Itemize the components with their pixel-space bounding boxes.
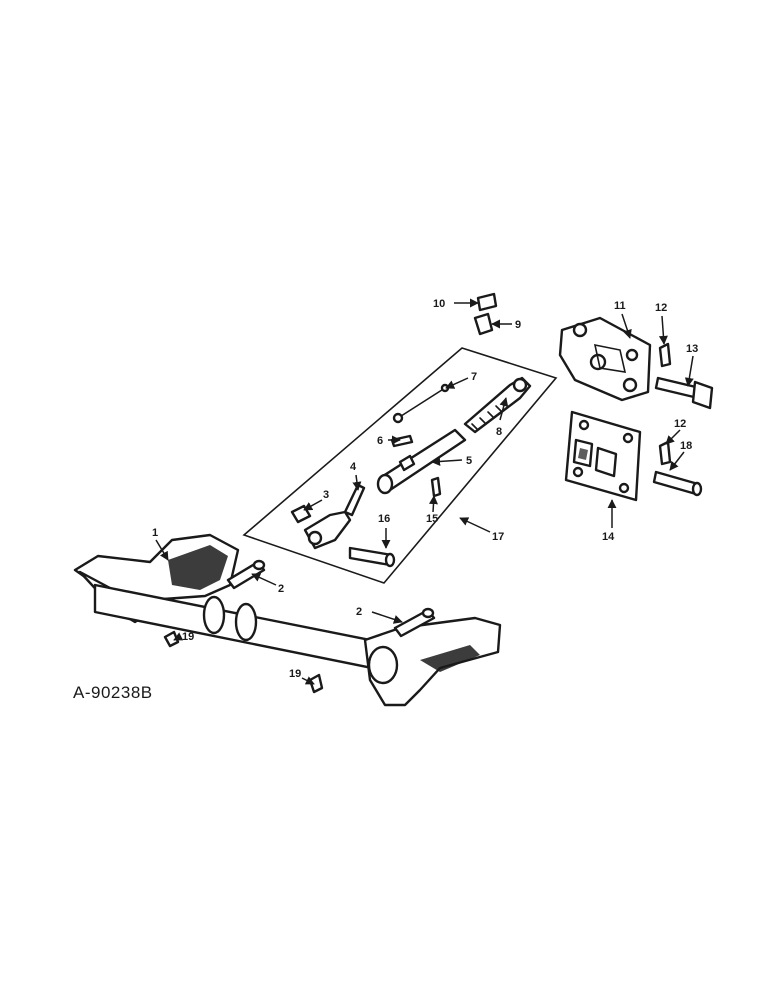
callout-numbers: 1 2 2 3 4 5 6 7 8 9 10 11 12 12 13 14 15… <box>152 298 698 680</box>
pin-part-2-left <box>226 559 266 590</box>
callout-2: 2 <box>278 583 284 595</box>
callout-14: 14 <box>602 531 615 543</box>
callout-3: 3 <box>323 489 329 501</box>
callout-4: 4 <box>350 461 357 473</box>
pin-bolt-part-16 <box>348 546 396 568</box>
drawbar-frame-part-1 <box>73 533 502 707</box>
callout-11: 11 <box>614 300 626 312</box>
eye-bolt-part-4 <box>303 483 366 550</box>
callout-1: 1 <box>152 527 158 539</box>
link-part-8 <box>463 376 532 434</box>
figure-code: A-90238B <box>73 683 153 702</box>
callout-15: 15 <box>426 513 438 525</box>
pin-part-13 <box>654 376 714 410</box>
callout-6: 6 <box>377 435 383 447</box>
tube-part-5 <box>376 428 467 495</box>
callout-16: 16 <box>378 513 390 525</box>
pin-part-2-right <box>393 607 436 638</box>
kit-outline-17 <box>242 347 558 584</box>
clip-part-9 <box>473 312 494 336</box>
bracket-part-11 <box>558 316 652 402</box>
callout-19: 19 <box>289 668 301 680</box>
pin-part-18 <box>652 470 703 497</box>
callout-10: 10 <box>433 298 445 310</box>
callout-2: 2 <box>356 606 362 618</box>
callout-5: 5 <box>466 455 472 467</box>
callout-7: 7 <box>471 371 477 383</box>
block-part-10 <box>476 292 498 312</box>
key-part-6 <box>390 434 414 448</box>
callout-13: 13 <box>686 343 698 355</box>
callout-8: 8 <box>496 426 502 438</box>
callout-9: 9 <box>515 319 521 331</box>
clip-part-12-lower <box>658 440 672 466</box>
callout-19: 19 <box>182 631 194 643</box>
callout-18: 18 <box>680 440 692 452</box>
rod-part-7 <box>392 383 450 424</box>
callout-12: 12 <box>655 302 667 314</box>
callout-12: 12 <box>674 418 686 430</box>
bolt-part-15 <box>430 476 442 498</box>
callout-17: 17 <box>492 531 504 543</box>
leader-lines <box>155 298 694 685</box>
clip-part-12-upper <box>658 342 672 368</box>
plate-part-14 <box>564 410 642 502</box>
